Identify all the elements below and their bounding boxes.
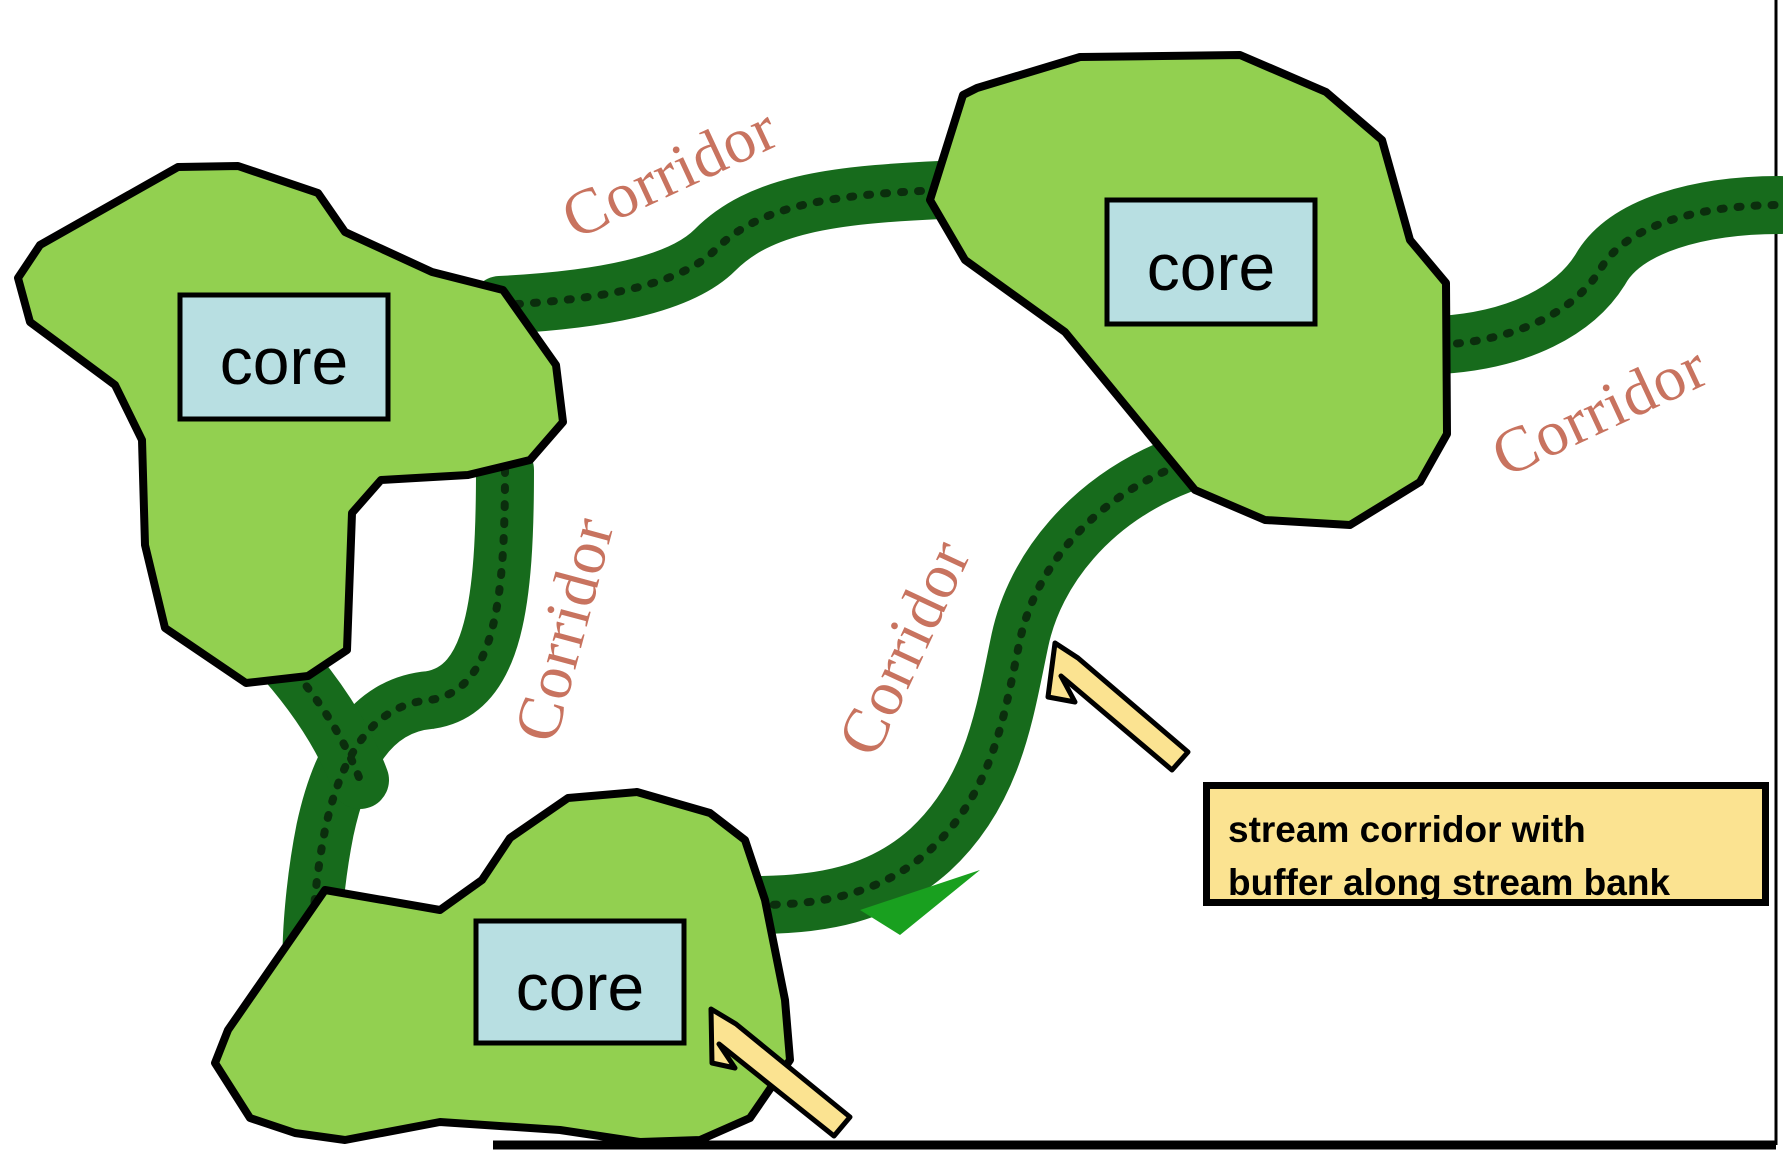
core-label-box-bottom [473, 918, 687, 1046]
core-label-box-top-right [1104, 197, 1318, 327]
stream-dots-right [1436, 201, 1783, 349]
core-area-top-left [14, 162, 567, 687]
stream-dots-center [751, 461, 1184, 909]
core-label-box-top-left [177, 292, 391, 422]
arrow-to-stream-corridor [1045, 640, 1191, 773]
corridor-label-center: Corridor [823, 529, 984, 766]
bank-wedge [860, 870, 980, 935]
stream-dots-top [496, 186, 944, 309]
core-label-bottom: core [516, 950, 644, 1024]
callout-line-1: stream corridor with [1228, 809, 1586, 850]
corridor-band-right [1411, 176, 1783, 374]
stream-dots-left-vertical [307, 466, 509, 974]
core-label-top-left: core [220, 324, 348, 398]
core-label-top-right: core [1147, 230, 1275, 304]
callout-box: stream corridor with buffer along stream… [1203, 782, 1769, 906]
callout-line-2: buffer along stream bank [1228, 862, 1671, 903]
arrow-to-stream-bank [708, 1006, 853, 1139]
corridor-band-center [726, 436, 1209, 934]
